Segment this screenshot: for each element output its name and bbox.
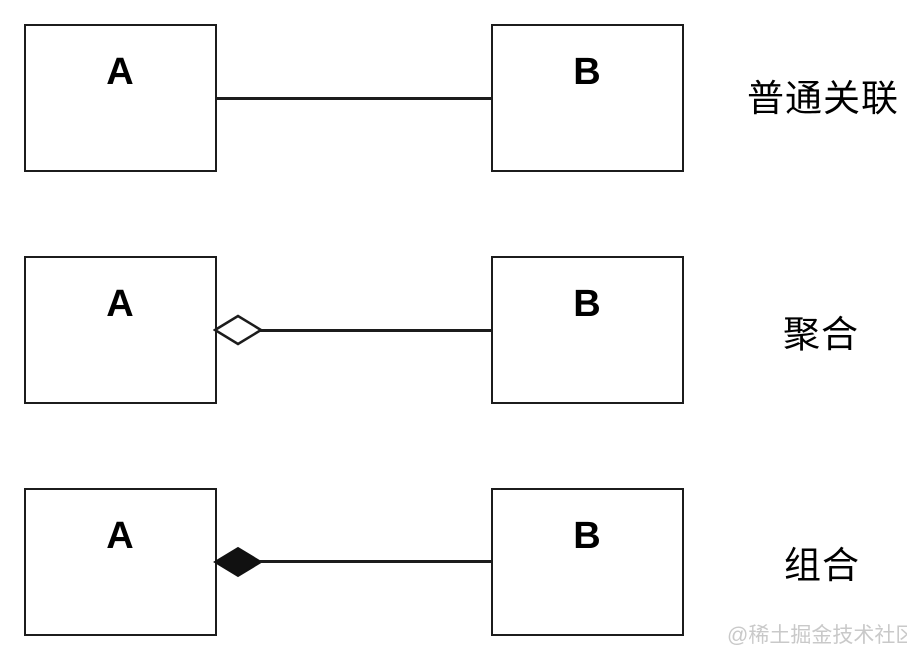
association-relation-label: 普通关联 — [747, 78, 899, 119]
aggregation-class-box-a: A — [24, 256, 217, 404]
filled-diamond-icon — [213, 546, 263, 578]
association-class-box-b: B — [491, 24, 684, 172]
class-name-label: B — [573, 51, 602, 93]
watermark-text: @稀土掘金技术社区 — [727, 624, 907, 647]
class-name-label: A — [106, 51, 135, 93]
composition-line — [260, 560, 492, 563]
class-name-label: A — [106, 283, 135, 325]
class-name-label: A — [106, 515, 135, 557]
composition-class-box-b: B — [491, 488, 684, 636]
composition-class-box-a: A — [24, 488, 217, 636]
association-line — [216, 97, 492, 100]
composition-relation-label: 组合 — [784, 545, 860, 586]
aggregation-line — [260, 329, 492, 332]
association-class-box-a: A — [24, 24, 217, 172]
class-name-label: B — [573, 515, 602, 557]
hollow-diamond-icon — [213, 314, 263, 346]
aggregation-relation-label: 聚合 — [783, 314, 859, 355]
class-name-label: B — [573, 283, 602, 325]
aggregation-class-box-b: B — [491, 256, 684, 404]
